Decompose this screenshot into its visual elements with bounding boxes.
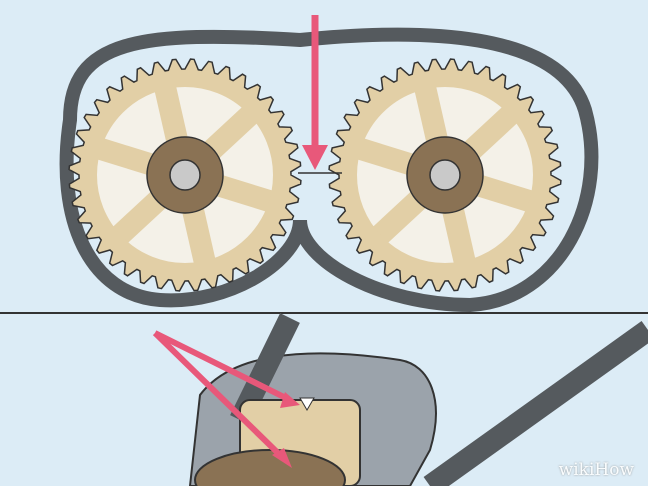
wikihow-watermark: wikiHow	[558, 460, 634, 480]
pointer-arrows-bottom	[152, 330, 292, 458]
timing-mark-triangle	[299, 397, 315, 411]
camshaft-gear-left	[68, 58, 302, 292]
pointer-arrow-top	[302, 15, 328, 170]
timing-belt-top	[59, 27, 599, 313]
top-panel	[59, 15, 599, 313]
camshaft-gear-right	[328, 58, 562, 292]
crank-pulley	[194, 399, 361, 486]
hub-bolt	[169, 159, 201, 191]
bottom-panel	[152, 313, 648, 486]
hub-bolt	[429, 159, 461, 191]
